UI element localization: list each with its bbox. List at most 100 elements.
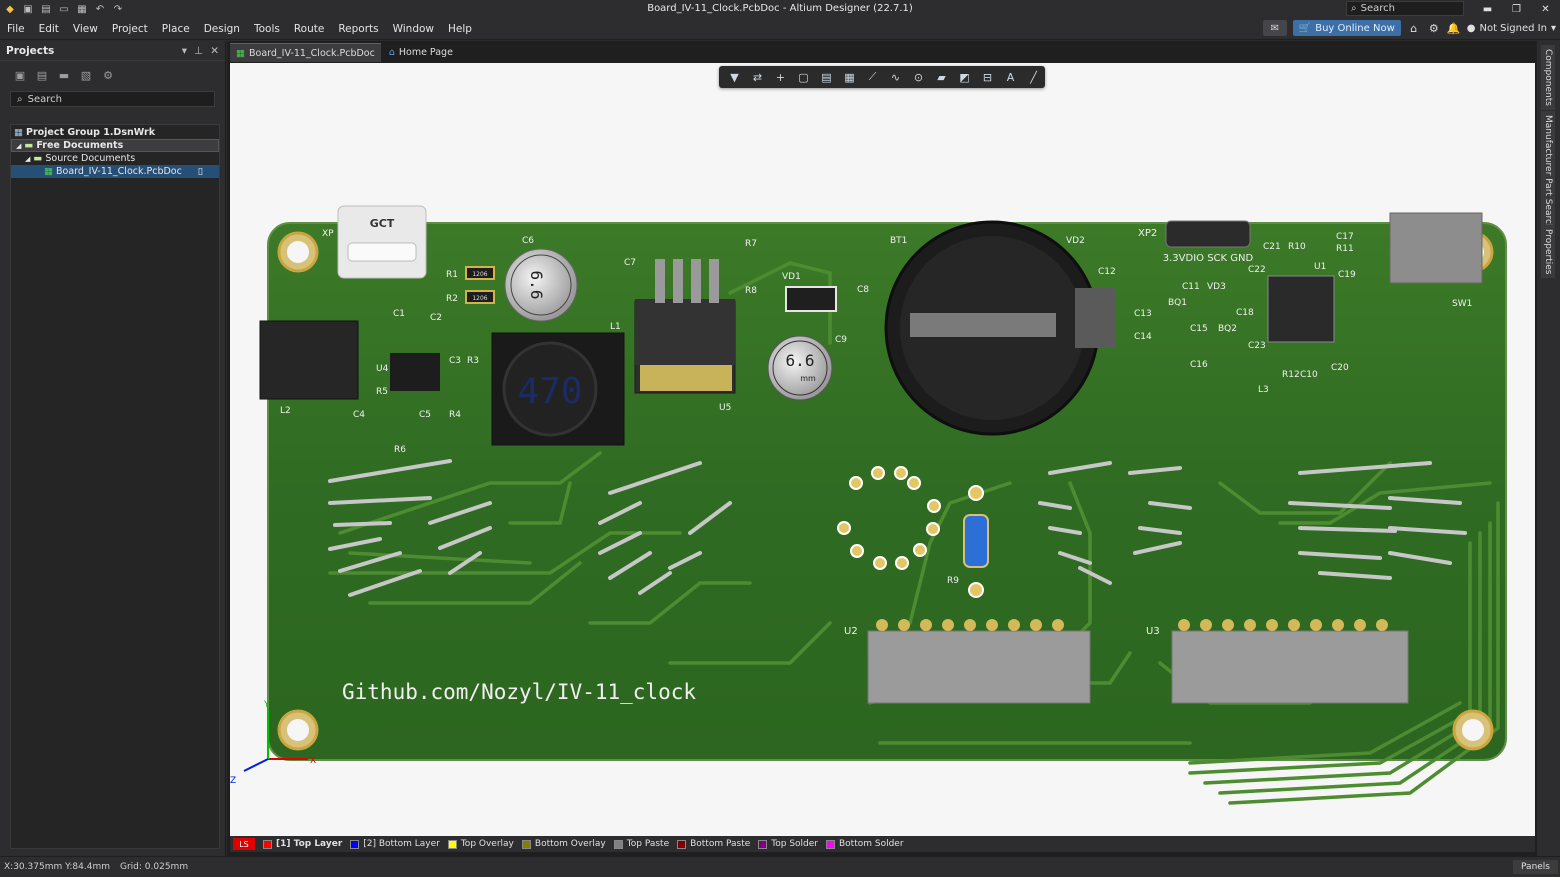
tab-pcb-document[interactable]: ▦ Board_IV-11_Clock.PcbDoc	[230, 43, 381, 62]
route-icon[interactable]: ⇄	[752, 70, 763, 84]
designator: R6	[394, 445, 406, 455]
open-icon[interactable]: ▭	[59, 3, 69, 15]
designator: R7	[745, 239, 757, 249]
layer-top-paste[interactable]: Top Paste	[613, 839, 669, 849]
panel-menu-icon[interactable]: ▾	[181, 44, 188, 57]
redo-icon[interactable]: ↷	[113, 3, 123, 15]
tree-item-label: Source Documents	[45, 153, 136, 164]
tree-item-pcb-file[interactable]: ▦ Board_IV-11_Clock.PcbDoc ▯	[11, 165, 219, 178]
home-icon[interactable]: ⌂	[1410, 21, 1418, 35]
save-icon[interactable]: ▣	[23, 3, 33, 15]
regulator-u5	[634, 259, 736, 394]
tree-item-free-documents[interactable]: ◢ ▬ Free Documents	[11, 139, 219, 152]
pcb-file-icon: ▦	[236, 47, 245, 59]
buy-online-button[interactable]: 🛒 Buy Online Now	[1292, 20, 1401, 36]
designator: R4	[449, 410, 461, 420]
print-icon[interactable]: ▦	[77, 3, 87, 15]
expand-icon[interactable]: ◢	[16, 141, 22, 150]
menu-view[interactable]: View	[72, 22, 98, 35]
line-icon[interactable]: ╱	[1030, 70, 1037, 84]
cap-value-c9: 6.6	[786, 351, 815, 370]
align-icon[interactable]: ▤	[821, 70, 832, 84]
designator: VD2	[1066, 236, 1085, 246]
minimize-icon[interactable]: ▬	[1482, 3, 1493, 15]
global-search-input[interactable]: ⌕ Search	[1346, 1, 1464, 16]
menu-route[interactable]: Route	[293, 22, 325, 35]
pcb-file-icon: ▦	[44, 166, 53, 177]
layer-bottom-overlay[interactable]: Bottom Overlay	[521, 839, 606, 849]
folder-icon[interactable]: ▬	[58, 68, 70, 82]
pcb-canvas[interactable]: GCT 1206 1206 6.6 470	[230, 63, 1535, 836]
region-icon[interactable]: ◩	[959, 70, 970, 84]
search-icon: ⌕	[1351, 3, 1357, 14]
designator: C14	[1134, 332, 1152, 342]
menu-help[interactable]: Help	[448, 22, 472, 35]
layer-top-solder[interactable]: Top Solder	[758, 839, 818, 849]
compile-icon[interactable]: ▤	[36, 68, 48, 82]
layer-tabs: LS [1] Top Layer [2] Bottom Layer Top Ov…	[230, 836, 1535, 852]
settings-icon[interactable]: ⚙	[103, 68, 113, 82]
smd-resistors: 1206 1206	[465, 266, 495, 304]
panel-tab-properties[interactable]: Properties	[1541, 225, 1555, 279]
filter-icon[interactable]: ▼	[730, 70, 739, 84]
panels-button[interactable]: Panels	[1513, 860, 1558, 874]
home-icon: ⌂	[388, 47, 395, 58]
pcb-view[interactable]: GCT 1206 1206 6.6 470	[230, 63, 1535, 836]
tree-item-source-documents[interactable]: ◢ ▬ Source Documents	[11, 152, 219, 165]
select-rect-icon[interactable]: ▢	[798, 70, 809, 84]
menu-edit[interactable]: Edit	[38, 22, 59, 35]
layer-top-overlay[interactable]: Top Overlay	[447, 839, 514, 849]
header-label: 3.3VDIO SCK GND	[1163, 253, 1254, 264]
layer-top[interactable]: [1] Top Layer	[263, 839, 342, 849]
dimension-icon[interactable]: ⊟	[982, 70, 993, 84]
menu-tools[interactable]: Tools	[253, 22, 280, 35]
designator: R12	[1282, 370, 1300, 380]
chat-icon[interactable]: ✉	[1262, 20, 1287, 36]
layer-bottom[interactable]: [2] Bottom Layer	[350, 839, 440, 849]
text-icon[interactable]: A	[1006, 70, 1015, 84]
designator-labels: XP R1 R2 C6 C7 R7 R8 VD1 C8 BT1 VD2 XP2 …	[280, 228, 1472, 637]
layer-set-button[interactable]: LS	[233, 838, 255, 850]
designator: VD3	[1207, 282, 1226, 292]
layer-bottom-solder[interactable]: Bottom Solder	[826, 839, 904, 849]
panel-controls: ▾ ⊥ ✕	[182, 45, 219, 57]
projects-panel: Projects ▾ ⊥ ✕ ▣ ▤ ▬ ▧ ⚙ ⌕ Search ▦ Proj…	[0, 41, 226, 856]
header-xp2: 3.3VDIO SCK GND	[1163, 220, 1254, 264]
add-icon[interactable]: +	[775, 70, 786, 84]
search-icon: ⌕	[17, 93, 23, 105]
save-project-icon[interactable]: ▣	[14, 68, 26, 82]
silkscreen-text: Github.com/Nozyl/IV-11_clock	[342, 680, 696, 704]
diff-pair-icon[interactable]: ∿	[890, 70, 901, 84]
gear-icon[interactable]: ⚙	[1428, 21, 1439, 35]
projects-search-input[interactable]: ⌕ Search	[10, 91, 215, 107]
tree-item-project-group[interactable]: ▦ Project Group 1.DsnWrk	[11, 126, 219, 139]
menu-design[interactable]: Design	[203, 22, 240, 35]
menu-file[interactable]: File	[7, 22, 25, 35]
panel-tab-manufacturer-part-search[interactable]: Manufacturer Part Search	[1541, 111, 1555, 234]
designator: R8	[745, 286, 757, 296]
designator: VD1	[782, 272, 801, 282]
via-icon[interactable]: ⊙	[913, 70, 924, 84]
close-icon[interactable]: ✕	[1541, 3, 1550, 15]
polygon-icon[interactable]: ▰	[937, 70, 946, 84]
expand-icon[interactable]: ◢	[25, 154, 31, 163]
menu-window[interactable]: Window	[392, 22, 435, 35]
account-button[interactable]: ● Not Signed In ▾	[1467, 23, 1556, 34]
tab-home-page[interactable]: ⌂ Home Page	[383, 43, 459, 62]
layer-bottom-paste[interactable]: Bottom Paste	[677, 839, 750, 849]
interactive-route-icon[interactable]: ⟋	[868, 70, 877, 83]
undo-icon[interactable]: ↶	[95, 3, 105, 15]
restore-icon[interactable]: ❐	[1512, 3, 1521, 15]
notification-icon[interactable]: 🔔	[1446, 21, 1461, 35]
cursor-coordinates: X:30.375mm Y:84.4mm	[4, 862, 110, 872]
component-icon[interactable]: ▦	[844, 70, 855, 84]
save-all-icon[interactable]: ▤	[41, 3, 51, 15]
menu-place[interactable]: Place	[161, 22, 190, 35]
designator: R1	[446, 270, 458, 280]
panel-close-icon[interactable]: ✕	[210, 44, 219, 57]
panel-tab-components[interactable]: Components	[1541, 45, 1555, 110]
close-project-icon[interactable]: ▧	[80, 68, 92, 82]
pin-icon[interactable]: ⊥	[194, 44, 204, 57]
menu-reports[interactable]: Reports	[338, 22, 379, 35]
menu-project[interactable]: Project	[111, 22, 148, 35]
